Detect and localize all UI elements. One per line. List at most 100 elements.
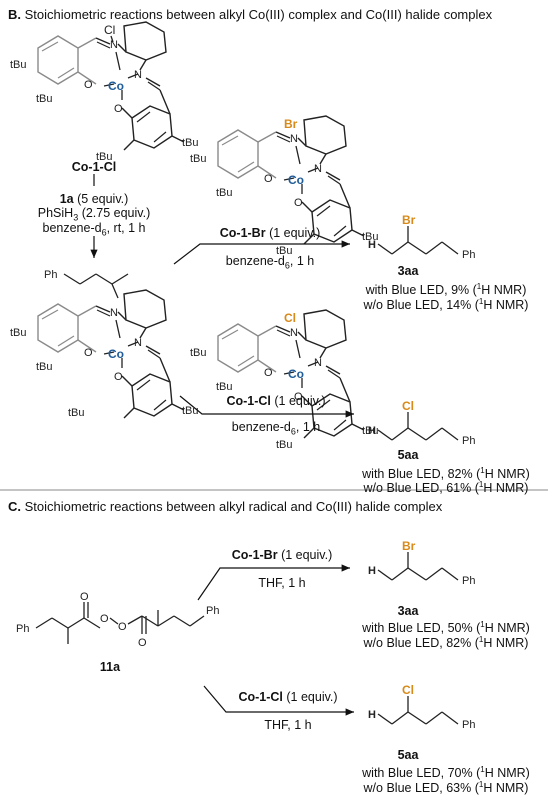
svg-text:Cl: Cl <box>402 399 414 413</box>
b-rxn2-reagent-name: Co-1-Cl <box>226 394 271 408</box>
b-rxn1-yield-2-text: w/o Blue LED, 14% ( <box>363 298 479 313</box>
svg-text:Co: Co <box>108 347 124 361</box>
svg-text:Cl: Cl <box>284 311 296 325</box>
svg-text:Cl: Cl <box>104 23 115 37</box>
svg-text:H: H <box>368 425 376 437</box>
svg-text:O: O <box>118 621 127 633</box>
svg-text:tBu: tBu <box>276 439 293 451</box>
svg-text:tBu: tBu <box>36 93 53 105</box>
nmr-text: H NMR) <box>484 621 530 636</box>
nmr-sup: 1 <box>478 480 484 489</box>
b-rxn2-conditions: benzene-d6, 1 h <box>232 420 320 439</box>
c-rxn1-reagent-amount: (1 equiv.) <box>281 548 333 562</box>
svg-text:N: N <box>110 39 118 51</box>
svg-text:O: O <box>294 391 303 403</box>
c-rxn1-yield-1: with Blue LED, 50% (1H NMR) <box>362 618 530 635</box>
c-rxn2-yield-1: with Blue LED, 70% (1H NMR) <box>362 763 530 780</box>
b-rxn2-reagent: Co-1-Cl (1 equiv.) <box>226 394 325 408</box>
nmr-text: H NMR) <box>483 781 529 796</box>
b-rxn1-conditions: benzene-d6, 1 h <box>226 254 314 273</box>
svg-text:Br: Br <box>402 213 416 227</box>
svg-text:N: N <box>314 357 322 369</box>
b-rxn2-cond-sub: 6 <box>290 426 296 437</box>
reagent-line-1: 1a (5 equiv.) <box>60 192 129 206</box>
b-rxn1-cond: benzene-d <box>225 254 285 268</box>
b-rxn1-yield-2: w/o Blue LED, 14% (1H NMR) <box>364 295 529 312</box>
c-rxn1-reagent: Co-1-Br (1 equiv.) <box>232 548 333 562</box>
b-rxn1-cond-sub: 6 <box>284 260 290 271</box>
section-b-header: B. Stoichiometric reactions between alky… <box>8 8 492 22</box>
nmr-sup: 1 <box>480 466 485 475</box>
svg-text:tBu: tBu <box>216 381 233 393</box>
nmr-text: H NMR) <box>483 298 529 313</box>
nmr-sup: 1 <box>478 297 484 306</box>
solvent-sub: 6 <box>101 227 107 238</box>
nmr-text: H NMR) <box>484 467 530 482</box>
svg-text:tBu: tBu <box>182 137 199 149</box>
svg-text:Br: Br <box>402 539 416 553</box>
reagent-silane-sub: 3 <box>73 212 79 223</box>
svg-text:tBu: tBu <box>68 407 85 419</box>
b-rxn1-reagent-amount: (1 equiv.) <box>269 226 321 240</box>
c-rxn2-yield-2-text: w/o Blue LED, 63% ( <box>363 781 479 796</box>
svg-text:O: O <box>294 197 303 209</box>
svg-text:N: N <box>134 69 142 81</box>
svg-text:O: O <box>84 347 93 359</box>
svg-text:O: O <box>114 371 123 383</box>
svg-text:N: N <box>110 307 118 319</box>
b-rxn2-yield-1-text: with Blue LED, 82% ( <box>362 467 481 482</box>
svg-text:N: N <box>134 337 142 349</box>
svg-text:N: N <box>290 327 298 339</box>
c-rxn2-reagent-name: Co-1-Cl <box>238 690 283 704</box>
c-rxn1-yield-2: w/o Blue LED, 82% (1H NMR) <box>364 633 529 650</box>
co1cl-label: Co-1-Cl <box>71 160 117 174</box>
compound-11a: 11a <box>99 660 121 674</box>
reagent-line-3: benzene-d6, rt, 1 h <box>43 221 146 240</box>
svg-text:Ph: Ph <box>462 249 475 261</box>
c-rxn2-yield-1-text: with Blue LED, 70% ( <box>362 766 481 781</box>
section-c-header: C. Stoichiometric reactions between alky… <box>8 500 442 514</box>
nmr-text: H NMR) <box>483 481 529 496</box>
svg-text:tBu: tBu <box>190 153 207 165</box>
svg-text:tBu: tBu <box>216 187 233 199</box>
svg-text:Ph: Ph <box>206 605 219 617</box>
nmr-sup: 1 <box>480 765 485 774</box>
svg-text:O: O <box>100 613 109 625</box>
c-rxn2-reagent-amount: (1 equiv.) <box>286 690 338 704</box>
nmr-sup: 1 <box>480 620 485 629</box>
c-rxn2-yield-2: w/o Blue LED, 63% (1H NMR) <box>364 778 529 795</box>
reagent-1a-amount: (5 equiv.) <box>77 192 129 206</box>
svg-text:Cl: Cl <box>402 683 414 697</box>
reagent-1a: 1a <box>59 192 74 206</box>
svg-text:O: O <box>138 637 147 649</box>
svg-text:Ph: Ph <box>462 575 475 587</box>
svg-text:tBu: tBu <box>182 405 199 417</box>
b-rxn2-yield-2-text: w/o Blue LED, 61% ( <box>363 481 479 496</box>
nmr-sup: 1 <box>476 282 482 291</box>
nmr-text: H NMR) <box>484 766 530 781</box>
svg-text:Ph: Ph <box>462 719 475 731</box>
c-rxn1-conditions: THF, 1 h <box>258 576 306 590</box>
svg-text:O: O <box>84 79 93 91</box>
svg-text:O: O <box>264 173 273 185</box>
nmr-sup: 1 <box>478 780 484 789</box>
solvent: benzene-d <box>42 221 102 235</box>
solvent-tail: , rt, 1 h <box>106 221 146 235</box>
b-rxn1-yield-1: with Blue LED, 9% (1H NMR) <box>366 280 527 297</box>
reagent-silane-amount: (2.75 equiv.) <box>81 206 151 220</box>
c-product-3aa: 3aa <box>397 604 419 618</box>
svg-text:Co: Co <box>108 79 124 93</box>
svg-text:O: O <box>114 103 123 115</box>
nmr-text: H NMR) <box>483 636 529 651</box>
svg-text:H: H <box>368 709 376 721</box>
b-rxn2-reagent-amount: (1 equiv.) <box>274 394 326 408</box>
svg-text:Ph: Ph <box>44 269 57 281</box>
svg-text:tBu: tBu <box>96 151 113 163</box>
b-product-5aa: 5aa <box>397 448 419 462</box>
c-rxn1-yield-2-text: w/o Blue LED, 82% ( <box>363 636 479 651</box>
c-rxn1-reagent-name: Co-1-Br <box>231 548 278 562</box>
svg-text:Ph: Ph <box>16 623 29 635</box>
svg-text:Co: Co <box>288 367 304 381</box>
nmr-text: H NMR) <box>481 283 527 298</box>
b-rxn1-reagent-name: Co-1-Br <box>219 226 266 240</box>
